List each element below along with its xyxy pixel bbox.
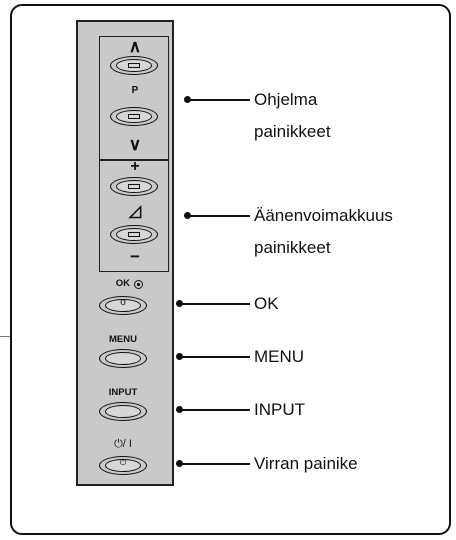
volume-down-symbol: − [130,247,140,266]
volume-callout-line [188,215,250,217]
menu-callout-line [180,356,250,358]
volume-callout-line1: Äänenvoimakkuus [254,206,393,225]
frame-stub-line [0,336,10,337]
ok-callout-label: OK [254,294,279,313]
menu-callout-label: MENU [254,347,305,366]
program-callout-line [188,99,250,101]
menu-button[interactable] [99,349,147,368]
menu-callout-dot [176,353,183,360]
program-label: P [131,85,139,96]
power-callout-label: Virran painike [254,454,358,473]
volume-up-button[interactable] [110,177,158,196]
volume-callout-dot [184,212,191,219]
volume-button-group: + ◿ − [99,158,169,272]
ok-callout-dot [176,300,183,307]
channel-down-symbol: ∨ [128,135,142,154]
power-button[interactable]: ⏻ [99,456,147,475]
ok-button-mark: o [120,297,126,308]
ok-callout-line [180,303,250,305]
input-button[interactable] [99,402,147,421]
power-callout-line [180,463,250,465]
input-callout-dot [176,406,183,413]
volume-up-symbol: + [130,158,140,175]
power-icon: ⏻ [119,458,127,467]
volume-down-button[interactable] [110,225,158,244]
input-label: INPUT [108,387,138,398]
volume-callout-line2: painikkeet [254,238,331,257]
input-callout-label: INPUT [254,400,305,419]
input-callout-line [180,409,250,411]
program-callout-dot [184,96,191,103]
control-panel: ∧ P ∨ + ◿ − OK o MENU INPUT [76,20,174,486]
power-callout-dot [176,460,183,467]
diagram-frame [10,4,451,535]
volume-icon: ◿ [128,203,142,220]
program-callout-line2: painikkeet [254,122,331,141]
channel-up-button[interactable] [110,56,158,75]
channel-down-button[interactable] [110,107,158,126]
program-button-group: ∧ P ∨ [99,36,169,160]
ok-indicator-icon [134,280,143,289]
channel-up-symbol: ∧ [128,37,142,56]
ok-button[interactable]: o [99,296,147,315]
program-callout-line1: Ohjelma [254,90,318,109]
power-label: ⏻/ I [114,438,132,450]
ok-label: OK [115,278,130,289]
menu-label: MENU [109,334,137,345]
